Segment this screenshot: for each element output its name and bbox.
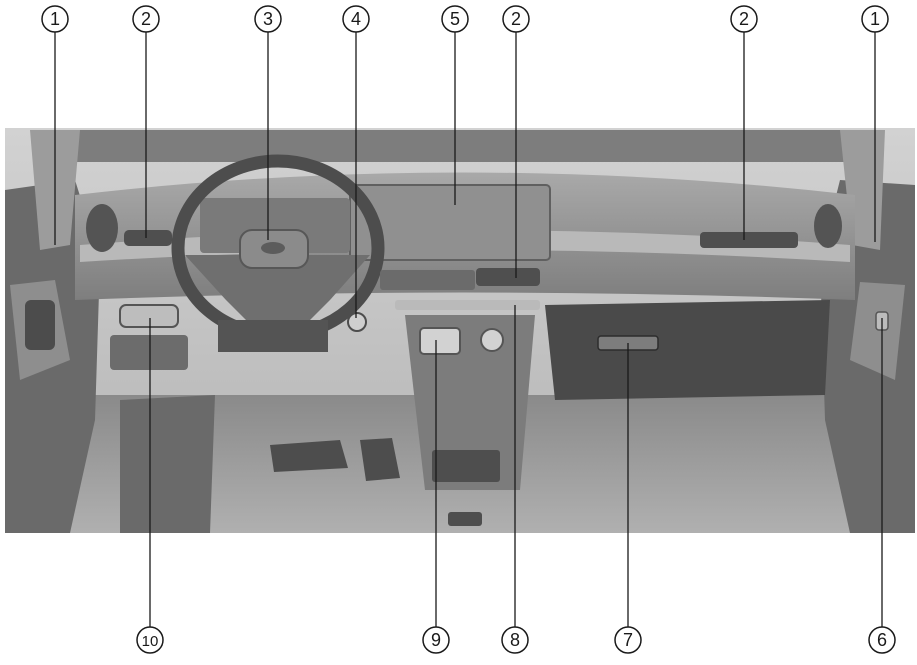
rear-console-vents (432, 450, 500, 482)
callout-number: 1 (50, 9, 60, 29)
callout-marker: 1 (861, 5, 889, 33)
leader-lines (54, 32, 883, 627)
twelve-volt-socket (480, 328, 504, 352)
left-side-air-vent (86, 204, 118, 252)
callout-circle (730, 5, 758, 33)
callout-marker: 6 (868, 626, 896, 654)
windshield-frame (70, 130, 850, 162)
callout-circle (501, 626, 529, 654)
accelerator-pedal (360, 438, 400, 481)
dashboard-illustration (5, 128, 915, 533)
steering-wheel-emblem (261, 242, 285, 254)
left-door-handle (25, 300, 55, 350)
climate-controls (380, 270, 475, 290)
center-console (405, 315, 535, 490)
brake-pedal (270, 440, 348, 472)
steering-wheel-spokes (185, 255, 370, 330)
callout-circle (342, 5, 370, 33)
callout-marker: 2 (502, 5, 530, 33)
center-air-vent (476, 268, 540, 286)
callout-number: 9 (431, 630, 441, 650)
callout-number: 3 (263, 9, 273, 29)
callout-circle (861, 5, 889, 33)
callout-number: 7 (623, 630, 633, 650)
callout-number: 8 (510, 630, 520, 650)
callout-marker: 9 (422, 626, 450, 654)
callout-marker: 8 (501, 626, 529, 654)
callout-marker: 5 (441, 5, 469, 33)
callout-marker: 10 (136, 626, 164, 654)
callout-number: 4 (351, 9, 361, 29)
center-console-trim (395, 300, 540, 310)
callout-circle (136, 626, 164, 654)
callout-circle (422, 626, 450, 654)
callout-marker: 2 (132, 5, 160, 33)
callout-circle (868, 626, 896, 654)
callout-circle (41, 5, 69, 33)
callout-circle (441, 5, 469, 33)
callout-number: 2 (739, 9, 749, 29)
callout-circle (502, 5, 530, 33)
driver-footwell (120, 395, 215, 533)
callout-number: 10 (142, 633, 159, 650)
callout-marker: 1 (41, 5, 69, 33)
callout-circle (254, 5, 282, 33)
console-cupholder (448, 512, 482, 526)
callout-marker: 3 (254, 5, 282, 33)
callout-number: 5 (450, 9, 460, 29)
callouts: 1 2 3 4 5 2 2 1 10 9 8 7 6 (41, 5, 896, 654)
callout-number: 1 (870, 9, 880, 29)
left-air-vent (124, 230, 172, 246)
callout-number: 2 (141, 9, 151, 29)
instrument-cluster (200, 198, 350, 253)
start-button (347, 312, 367, 332)
callout-marker: 7 (614, 626, 642, 654)
right-side-air-vent (814, 204, 842, 248)
callout-number: 6 (877, 630, 887, 650)
usb-ports (419, 327, 461, 355)
glove-box (545, 300, 830, 400)
lower-left-panel (110, 335, 188, 370)
callout-circle (614, 626, 642, 654)
steering-column (218, 320, 328, 352)
callout-marker: 2 (730, 5, 758, 33)
right-air-vent (700, 232, 798, 248)
callout-number: 2 (511, 9, 521, 29)
callout-marker: 4 (342, 5, 370, 33)
light-switch (119, 304, 179, 328)
right-door-trim (850, 282, 905, 380)
callout-circle (132, 5, 160, 33)
